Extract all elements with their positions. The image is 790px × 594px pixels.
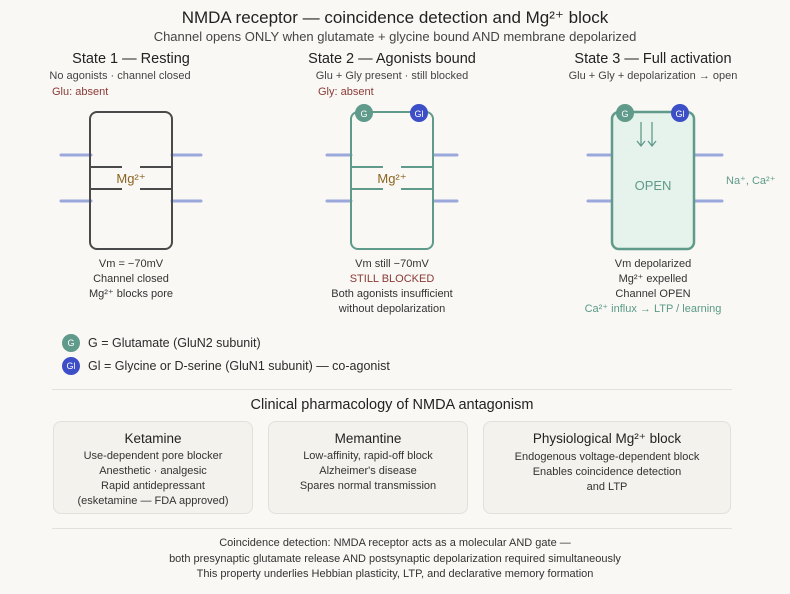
glutamate-site-label: G bbox=[621, 109, 628, 119]
caption-line: Vm still −70mV bbox=[355, 258, 429, 270]
ion-label: Na⁺, Ca²⁺ bbox=[726, 175, 776, 187]
card-ketamine: Ketamine Use-dependent pore blocker Anes… bbox=[53, 421, 253, 514]
state1-subtitle: No agonists · channel closed bbox=[49, 70, 191, 82]
caption-line: Vm = −70mV bbox=[98, 258, 164, 270]
channel-outline bbox=[350, 111, 434, 250]
state1-caption: Vm = −70mV Channel closed Mg²⁺ blocks po… bbox=[11, 257, 251, 302]
card-line: Spares normal transmission bbox=[299, 480, 437, 492]
state3-title: State 3 — Full activation bbox=[574, 51, 732, 67]
state1-title: State 1 — Resting bbox=[72, 51, 190, 67]
glycine-site-label: Gl bbox=[415, 109, 424, 119]
ltp-outcome-label: Ca²⁺ influx → LTP / learning bbox=[584, 303, 722, 315]
caption-line: Both agonists insufficient bbox=[331, 288, 453, 300]
open-label: OPEN bbox=[635, 178, 672, 193]
card-line: Anesthetic · analgesic bbox=[99, 465, 207, 477]
state2-caption: Vm still −70mV STILL BLOCKED Both agonis… bbox=[272, 257, 512, 317]
card-line: Use-dependent pore blocker bbox=[83, 450, 223, 462]
channel-outline bbox=[89, 111, 173, 250]
state2-subtitle: Glu + Gly present · still blocked bbox=[315, 70, 469, 82]
mg-ion-label: Mg²⁺ bbox=[377, 171, 406, 186]
legend-text: Gl = Glycine or D-serine (GluN1 subunit)… bbox=[88, 359, 390, 373]
state2-receptor: Mg²⁺ G Gl bbox=[325, 104, 459, 250]
state3-subtitle: Glu + Gly + depolarization → open bbox=[568, 70, 738, 82]
legend-item-glutamate: G G = Glutamate (GluN2 subunit) bbox=[62, 334, 261, 352]
state3-receptor: OPEN G Gl Na⁺, Ca²⁺ bbox=[586, 104, 776, 251]
caption-line: without depolarization bbox=[338, 303, 446, 315]
caption-line: Mg²⁺ blocks pore bbox=[88, 288, 174, 300]
state3-caption: Vm depolarized Mg²⁺ expelled Channel OPE… bbox=[533, 257, 773, 317]
still-blocked-label: STILL BLOCKED bbox=[349, 273, 435, 285]
card-line: (esketamine — FDA approved) bbox=[77, 495, 229, 507]
state1-receptor: Mg²⁺ bbox=[59, 111, 203, 250]
divider bbox=[52, 528, 732, 529]
card-memantine: Memantine Low-affinity, rapid-off block … bbox=[268, 421, 468, 514]
legend-text: G = Glutamate (GluN2 subunit) bbox=[88, 336, 261, 350]
glutamate-site-icon bbox=[355, 104, 373, 122]
footer-line: both presynaptic glutamate release AND p… bbox=[169, 552, 621, 565]
divider bbox=[52, 389, 732, 390]
card-line: Low-affinity, rapid-off block bbox=[303, 450, 433, 462]
glutamate-site-label: G bbox=[360, 109, 367, 119]
card-line: Enables coincidence detection bbox=[532, 466, 682, 478]
page-title: NMDA receptor — coincidence detection an… bbox=[181, 8, 609, 27]
card-title: Memantine bbox=[334, 431, 402, 446]
state2-title: State 2 — Agonists bound bbox=[308, 51, 476, 67]
card-line: and LTP bbox=[586, 481, 628, 493]
card-line: Alzheimer's disease bbox=[319, 465, 417, 477]
channel-outline bbox=[610, 110, 696, 251]
mg-ion-label: Mg²⁺ bbox=[116, 171, 145, 186]
glutamate-badge-icon: G bbox=[62, 334, 80, 352]
caption-line: Vm depolarized bbox=[614, 258, 692, 270]
footer-line: This property underlies Hebbian plastici… bbox=[196, 568, 594, 580]
pharmacology-title: Clinical pharmacology of NMDA antagonism bbox=[250, 397, 534, 413]
state1-absent-note: Glu: absent bbox=[52, 86, 109, 98]
glutamate-site-icon bbox=[616, 104, 634, 122]
glycine-site-icon bbox=[410, 104, 428, 122]
receptor-diagrams: Mg²⁺ Mg²⁺ G Gl OPEN G Gl bbox=[59, 104, 776, 251]
ion-flow-arrows-icon bbox=[636, 122, 657, 148]
footer-note: Coincidence detection: NMDA receptor act… bbox=[0, 536, 790, 583]
card-line: Rapid antidepressant bbox=[101, 480, 205, 492]
glycine-site-label: Gl bbox=[676, 109, 685, 119]
card-title: Physiological Mg²⁺ block bbox=[532, 431, 682, 446]
glycine-site-icon bbox=[671, 104, 689, 122]
glycine-badge-icon: Gl bbox=[62, 357, 80, 375]
caption-line: Mg²⁺ expelled bbox=[618, 273, 688, 285]
footer-line: Coincidence detection: NMDA receptor act… bbox=[219, 537, 571, 549]
legend-item-glycine: Gl Gl = Glycine or D-serine (GluN1 subun… bbox=[62, 357, 390, 375]
state2-absent-note: Gly: absent bbox=[318, 86, 374, 98]
caption-line: Channel OPEN bbox=[615, 288, 691, 300]
card-title: Ketamine bbox=[124, 431, 182, 446]
card-line: Endogenous voltage-dependent block bbox=[514, 451, 700, 463]
page-subtitle: Channel opens ONLY when glutamate + glyc… bbox=[153, 29, 637, 44]
caption-line: Channel closed bbox=[93, 273, 169, 285]
card-physiological-mg-block: Physiological Mg²⁺ block Endogenous volt… bbox=[483, 421, 731, 514]
